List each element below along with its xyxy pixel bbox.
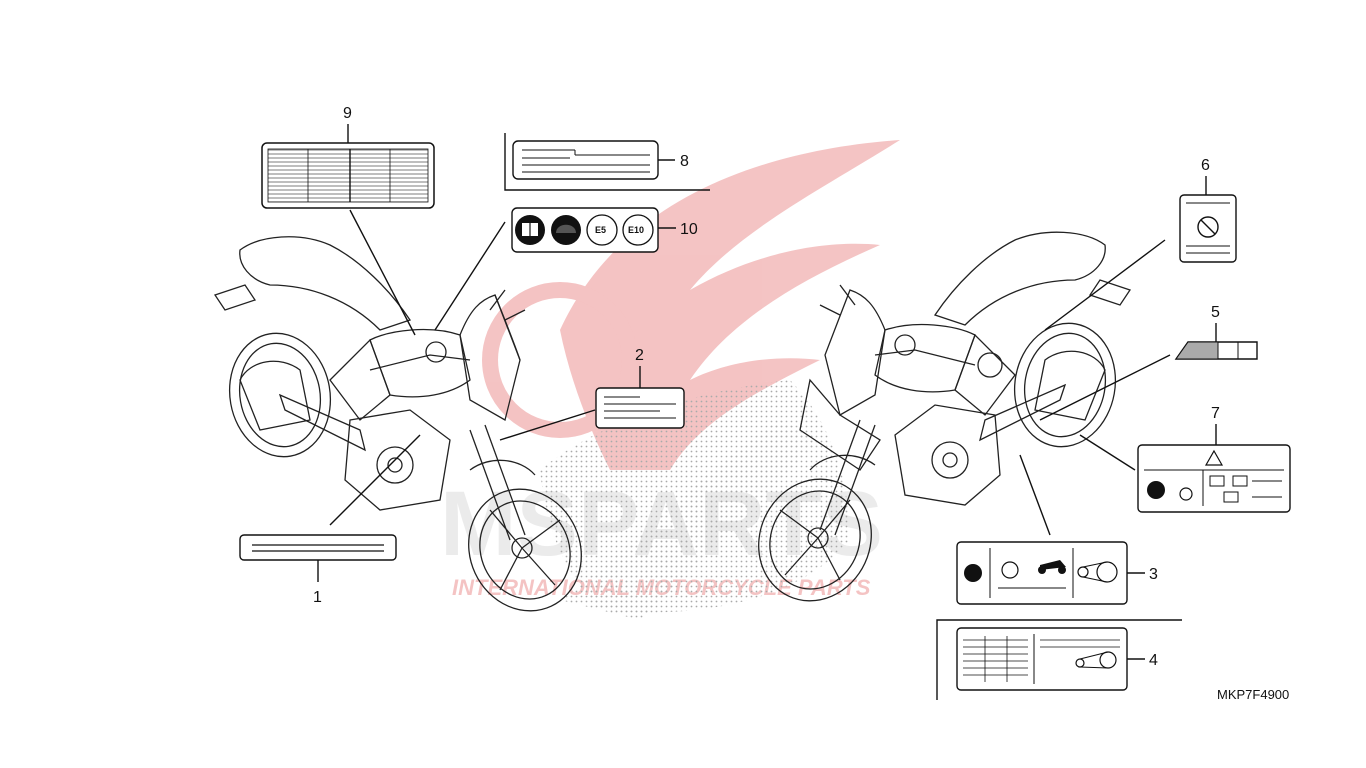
- warning-triangle-icon: [1204, 449, 1224, 466]
- label-5-plate[interactable]: [1174, 341, 1258, 360]
- callout-1: 1: [313, 589, 322, 606]
- leader-5: [1039, 354, 1171, 421]
- e10-badge-icon: [622, 214, 654, 246]
- label-10-plate[interactable]: E5 E10: [511, 207, 659, 253]
- callout-2: 2: [635, 347, 644, 364]
- callout-5: 5: [1211, 304, 1220, 321]
- label-1-plate[interactable]: [239, 534, 397, 561]
- leader-2: [499, 409, 596, 441]
- label-9-plate[interactable]: [261, 142, 435, 209]
- callout-6: 6: [1201, 157, 1210, 174]
- callout-7: 7: [1211, 405, 1220, 422]
- callout-8: 8: [680, 153, 689, 170]
- motorcycle-load-icon: [1179, 487, 1193, 501]
- leader-10: [434, 221, 506, 331]
- leader-9: [349, 209, 416, 336]
- svg-text:E10: E10: [628, 225, 644, 235]
- callout-10: 10: [680, 221, 698, 238]
- manual-icon-3: [964, 564, 982, 582]
- label-6-plate[interactable]: [1179, 194, 1237, 263]
- leader-6: [1044, 239, 1166, 331]
- label-2-plate[interactable]: [595, 387, 685, 429]
- label-3-plate[interactable]: [956, 541, 1128, 605]
- watermark-gear: [482, 282, 638, 438]
- e5-badge-icon: [586, 214, 618, 246]
- manual-icon: [1147, 481, 1165, 499]
- motorcycle-left-view: [213, 236, 582, 612]
- callout-4: 4: [1149, 652, 1158, 669]
- label-8-plate[interactable]: [504, 133, 710, 191]
- callout-3: 3: [1149, 566, 1158, 583]
- tire-pressure-icon: [1001, 561, 1019, 579]
- callout-9: 9: [343, 105, 352, 122]
- label-7-plate[interactable]: [1137, 444, 1291, 513]
- dotted-shading: [540, 380, 850, 620]
- svg-text:E5: E5: [595, 225, 606, 235]
- leader-3: [1019, 454, 1051, 536]
- motorcycle-right-view: [758, 231, 1132, 602]
- leader-7: [1079, 434, 1136, 471]
- leader-lines: [329, 209, 1171, 536]
- label-4-plate[interactable]: [936, 619, 1182, 700]
- diagram-part-number: MKP7F4900: [1217, 687, 1289, 702]
- leader-1: [329, 434, 421, 526]
